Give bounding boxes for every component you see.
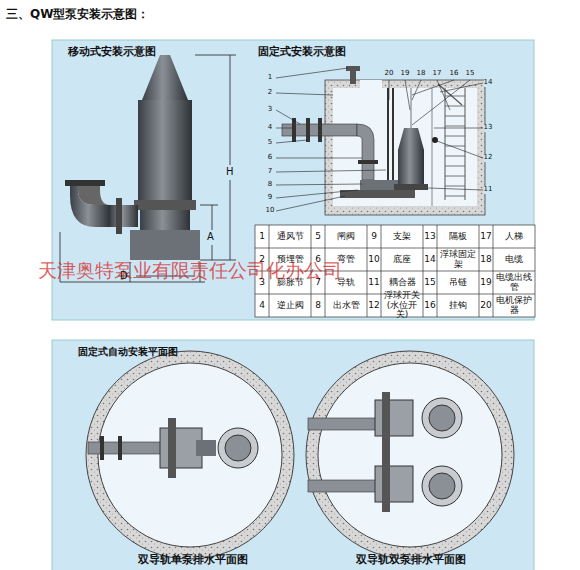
callout-number: 15 — [466, 70, 475, 78]
callout-number: 10 — [266, 207, 275, 215]
table-number: 8 — [312, 295, 324, 316]
table-number: 15 — [424, 272, 436, 293]
fixed-installation — [282, 66, 485, 215]
table-number: 18 — [480, 249, 492, 270]
table-number: 12 — [368, 295, 380, 316]
dimension-label: D — [120, 270, 128, 281]
callout-number: 6 — [268, 154, 272, 162]
table-number: 6 — [312, 249, 324, 270]
table-cell: 逆止阀 — [270, 295, 310, 316]
view-caption: 双导轨双泵排水平面图 — [356, 554, 466, 566]
leader-lines — [276, 68, 483, 211]
table-number: 20 — [480, 295, 492, 316]
view-caption: 双导轨单泵排水平面图 — [138, 554, 248, 566]
callout-number: 17 — [433, 70, 442, 78]
mobile-pump — [65, 55, 200, 260]
table-number: 1 — [256, 226, 268, 247]
table-cell: 电缆出线管 — [494, 272, 534, 293]
panel — [52, 40, 534, 320]
table-number: 19 — [480, 272, 492, 293]
callout-number: 1 — [268, 74, 272, 82]
table-number: 10 — [368, 249, 380, 270]
callout-number: 2 — [268, 89, 272, 97]
callout-number: 11 — [484, 186, 493, 194]
table-cell: 支架 — [382, 226, 422, 247]
table-number: 17 — [480, 226, 492, 247]
table-cell: 耦合器 — [382, 272, 422, 293]
table-cell: 通风节 — [270, 226, 310, 247]
table-cell: 预埋管 — [270, 249, 310, 270]
table-cell: 闸阀 — [326, 226, 366, 247]
table-cell: 电机保护器 — [494, 295, 534, 316]
table-number: 2 — [256, 249, 268, 270]
dimension-label: A — [207, 231, 214, 242]
table-cell: 浮球固定架 — [438, 249, 478, 270]
callout-number: 18 — [417, 70, 426, 78]
ladder-rungs — [445, 96, 465, 196]
panel-heading: 固定式自动安装平面图 — [78, 346, 178, 357]
table-number: 11 — [368, 272, 380, 293]
callout-number: 9 — [268, 194, 272, 202]
callout-number: 7 — [268, 168, 272, 176]
callout-number: 8 — [268, 181, 272, 189]
table-number: 4 — [256, 295, 268, 316]
table-number: 14 — [424, 249, 436, 270]
callout-number: 12 — [484, 154, 493, 162]
table-cell: 隔板 — [438, 226, 478, 247]
callout-number: 5 — [268, 139, 272, 147]
table-number: 7 — [312, 272, 324, 293]
table-cell: 底座 — [382, 249, 422, 270]
panel-heading: 固定式安装示意图 — [258, 46, 346, 58]
table-cell: 膨胀节 — [270, 272, 310, 293]
plan-double — [306, 351, 514, 559]
callout-number: 16 — [450, 70, 459, 78]
table-number: 3 — [256, 272, 268, 293]
table-cell: 电缆 — [494, 249, 534, 270]
table-cell: 挂钩 — [438, 295, 478, 316]
page-title: 三、QW型泵安装示意图： — [6, 8, 149, 21]
callout-number: 3 — [268, 106, 272, 114]
panel — [52, 340, 534, 570]
plan-single — [86, 351, 294, 559]
table-number: 9 — [368, 226, 380, 247]
table-number: 5 — [312, 226, 324, 247]
dimension-lines — [60, 55, 236, 282]
table-cell: 出水管 — [326, 295, 366, 316]
callout-number: 20 — [385, 70, 394, 78]
table-cell: 吊链 — [438, 272, 478, 293]
table-number: 13 — [424, 226, 436, 247]
table-cell: 浮球开关(水位开关) — [382, 295, 422, 316]
callout-number: 14 — [484, 79, 493, 87]
panel-heading: 移动式安装示意图 — [68, 46, 156, 58]
table-cell: 导轨 — [326, 272, 366, 293]
callout-number: 19 — [401, 70, 410, 78]
table-cell: 人梯 — [494, 226, 534, 247]
callout-number: 4 — [268, 124, 272, 132]
table-cell: 弯管 — [326, 249, 366, 270]
callout-number: 13 — [484, 124, 493, 132]
dimension-label: H — [226, 166, 234, 177]
table-number: 16 — [424, 295, 436, 316]
